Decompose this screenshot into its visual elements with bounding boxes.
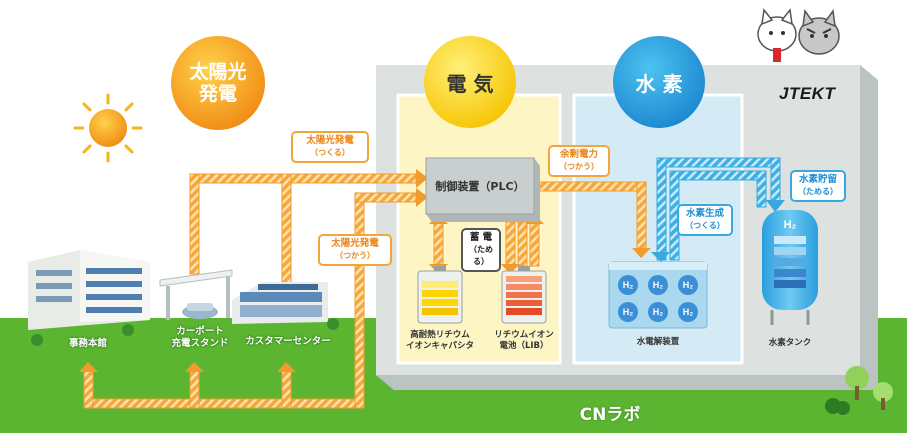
hydrogen-title: 水 素 [635, 71, 683, 96]
electrolyzer-label: 水電解装置 [636, 337, 680, 347]
electricity-title: 電 気 [446, 71, 494, 96]
tag-surplus-main: 余剰電力 [559, 149, 598, 160]
sun-icon [73, 93, 143, 163]
customer-center [232, 282, 328, 324]
bush-icon [31, 318, 339, 346]
tag-h2-store-sub: （ためる） [798, 187, 838, 196]
h2-bubble-grid: H₂ H₂ H₂ H₂ H₂ H₂ [618, 275, 698, 322]
tag-solar-make-sub: （つくる） [310, 148, 350, 157]
tank-label: 水素タンク [768, 338, 812, 348]
office-label: 事務本館 [68, 338, 107, 349]
h2-bubble-label: H₂ [683, 280, 694, 290]
tag-surplus-sub: （つかう） [559, 162, 599, 171]
lib-battery [501, 266, 547, 324]
cn-lab-label: CNラボ [579, 405, 641, 425]
tag-solar-use: 太陽光発電 （つかう） [318, 234, 392, 266]
carport-label: カーポート 充電スタンド [171, 326, 229, 349]
capacitor-battery [417, 266, 463, 324]
h2-bubble-label: H₂ [623, 280, 634, 290]
hydrogen-flow-arrows [651, 200, 785, 262]
plc-controller [425, 157, 540, 222]
customer-label: カスタマーセンター [245, 336, 331, 347]
tag-solar-use-sub: （つかう） [335, 251, 375, 260]
tag-h2-store-main: 水素貯留 [798, 174, 837, 185]
h2-bubble-label: H₂ [653, 280, 664, 290]
tag-h2-make-main: 水素生成 [685, 208, 724, 219]
tag-h2-make: 水素生成 （つくる） [677, 204, 733, 236]
plc-label: 制御装置（PLC） [435, 180, 525, 193]
tag-surplus: 余剰電力 （つかう） [548, 145, 610, 177]
office-building [28, 250, 150, 330]
h2-bubbles: H₂ H₂ H₂ H₂ H₂ H₂ [614, 272, 704, 326]
capacitor-label: 高耐熱リチウム イオンキャパシタ [405, 330, 474, 351]
electricity-circle [424, 36, 516, 128]
tag-storage: 蓄 電 （ためる） [461, 228, 501, 272]
mascot-cat-icon [757, 8, 840, 62]
tag-storage-sub: （ためる） [469, 245, 493, 266]
carport [159, 269, 233, 320]
lib-label: リチウムイオン 電池（LIB） [494, 330, 554, 351]
tree-icon [825, 366, 893, 415]
brand-logo: JTEKT [779, 84, 836, 103]
tag-storage-main: 蓄 電 [469, 232, 493, 243]
tag-h2-store: 水素貯留 （ためる） [790, 170, 846, 202]
h2-bubble-label: H₂ [623, 307, 634, 317]
tag-h2-make-sub: （つくる） [685, 221, 725, 230]
tag-solar-make: 太陽光発電 （つくる） [291, 131, 369, 163]
solar-title: 太陽光 発電 [189, 61, 247, 105]
tank-h2-label: H₂ [783, 219, 797, 231]
hydrogen-tank [762, 210, 818, 325]
h2-bubble-label: H₂ [653, 307, 664, 317]
tag-solar-use-main: 太陽光発電 [331, 238, 379, 249]
tag-solar-make-main: 太陽光発電 [306, 135, 354, 146]
h2-bubble-label: H₂ [683, 307, 694, 317]
hydrogen-circle [613, 36, 705, 128]
solar-circle [171, 36, 265, 130]
solar-flow-pipes [83, 173, 647, 409]
